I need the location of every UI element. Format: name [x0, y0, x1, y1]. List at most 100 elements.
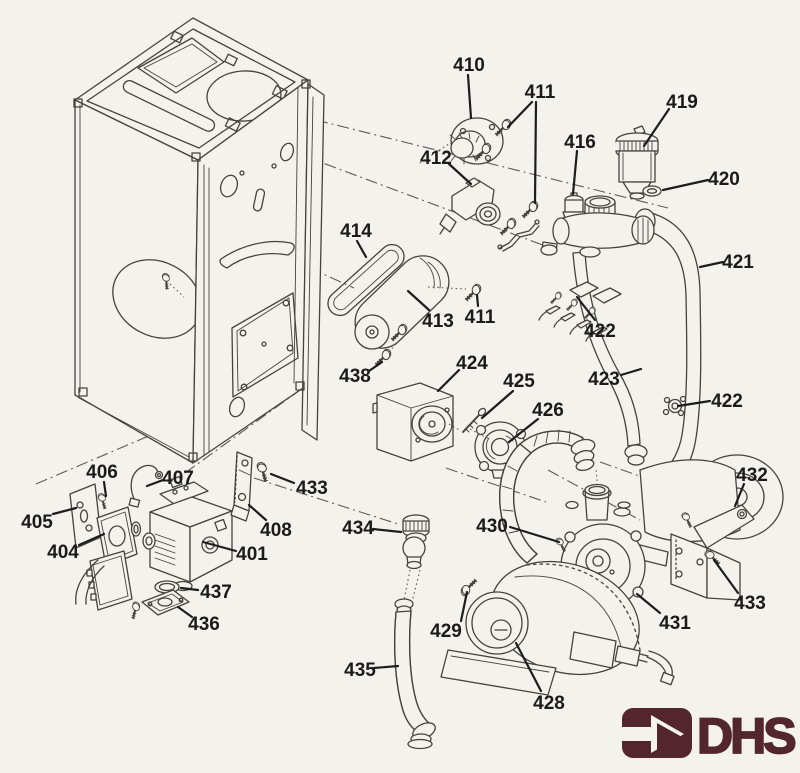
callout-411b: 411 [465, 307, 496, 328]
valve-412-drawing [439, 177, 501, 235]
pin-425-drawing [462, 407, 487, 433]
pump-431-drawing [552, 454, 784, 609]
leader-428 [514, 641, 543, 693]
dhs-logo: DHS [622, 707, 799, 765]
callout-424: 424 [456, 353, 488, 374]
leader-435 [372, 664, 400, 670]
leader-412 [447, 162, 473, 186]
hose-drawing [499, 429, 596, 564]
callout-422a: 422 [584, 321, 616, 342]
leader-436 [176, 605, 194, 619]
callout-408: 408 [260, 520, 292, 541]
callout-437: 437 [200, 582, 232, 603]
callout-406: 406 [86, 462, 118, 483]
screw-438-drawing [373, 348, 392, 368]
leader-406 [102, 480, 108, 498]
leader-411b [475, 293, 480, 308]
bracket-408-drawing [230, 451, 253, 522]
leader-423 [619, 367, 643, 377]
callout-431: 431 [659, 613, 691, 634]
callout-432: 432 [736, 465, 768, 486]
callout-434: 434 [342, 518, 374, 539]
leader-lines [51, 73, 746, 693]
leader-424 [436, 368, 461, 393]
electrode-drawing [497, 219, 540, 252]
tee-fitting-drawing [540, 195, 655, 258]
callout-411: 411 [525, 82, 556, 103]
callout-428: 428 [533, 693, 565, 714]
leader-433-left [269, 472, 296, 485]
callout-436: 436 [188, 614, 220, 635]
leader-404 [77, 532, 106, 547]
leader-410 [466, 73, 473, 120]
leader-408 [247, 503, 268, 522]
gasket-436-drawing [124, 589, 190, 621]
callout-405: 405 [21, 512, 53, 533]
callout-438: 438 [339, 366, 371, 387]
leader-407 [145, 478, 165, 488]
washer-420-drawing [642, 185, 662, 197]
callout-435: 435 [344, 660, 376, 681]
callout-414: 414 [340, 221, 372, 242]
leader-421 [698, 260, 725, 269]
leader-437 [179, 586, 200, 592]
terminals-422-drawing [538, 281, 622, 342]
callout-433-left: 433 [296, 478, 328, 499]
callout-407: 407 [162, 468, 194, 489]
leader-425 [480, 389, 515, 420]
motor-428-drawing [440, 560, 675, 696]
callout-420: 420 [708, 169, 740, 190]
silencer-424-drawing [372, 382, 454, 462]
callout-410: 410 [453, 55, 485, 76]
leader-434 [371, 527, 403, 534]
screw-429-drawing [460, 577, 479, 597]
leader-414 [355, 239, 368, 259]
callout-429: 429 [430, 621, 462, 642]
clip-422-drawing [662, 395, 687, 417]
logo-arrowhead-icon [657, 723, 682, 751]
callout-labels: 410 411 412 416 419 420 421 414 413 411 … [21, 55, 768, 714]
leader-413 [406, 289, 431, 312]
cabinet-drawing [73, 17, 325, 464]
cylinder-413-drawing [354, 255, 450, 350]
callout-430: 430 [476, 516, 508, 537]
bracket-432-drawing [670, 504, 755, 601]
block-404-drawing [96, 506, 142, 567]
callout-426: 426 [532, 400, 564, 421]
hose-435-drawing [394, 598, 436, 750]
screw-433-left-drawing [250, 459, 276, 485]
leader-433-right [712, 558, 740, 595]
leader-422b [676, 399, 712, 408]
air-vent-419-drawing [615, 125, 659, 200]
transformer-drawing [75, 550, 133, 611]
callout-401: 401 [236, 544, 268, 565]
leader-438 [367, 360, 384, 373]
leader-405 [51, 506, 78, 516]
logo-text: DHS [697, 708, 795, 764]
leader-420 [661, 178, 710, 192]
callout-433-right: 433 [734, 593, 766, 614]
wire-407-drawing [128, 464, 164, 508]
callout-416: 416 [564, 132, 596, 153]
callout-425: 425 [503, 371, 535, 392]
gasket-414-drawing [327, 243, 405, 317]
pipe-423-drawing [572, 251, 648, 466]
callout-404: 404 [47, 542, 79, 563]
logo-arrow-cutout [622, 715, 684, 753]
dotted-assembly-lines [169, 141, 598, 603]
leader-401 [201, 540, 238, 553]
leader-426 [507, 417, 540, 444]
leader-411 [506, 100, 538, 205]
leader-429 [459, 590, 469, 623]
leader-432 [733, 482, 746, 508]
valve-434-drawing [402, 514, 430, 570]
leader-422a [575, 295, 597, 322]
callout-413: 413 [422, 311, 454, 332]
callout-421: 421 [722, 252, 754, 273]
callout-422b: 422 [711, 391, 743, 412]
callout-412: 412 [420, 148, 452, 169]
leader-430 [508, 525, 561, 544]
callout-419: 419 [666, 92, 698, 113]
